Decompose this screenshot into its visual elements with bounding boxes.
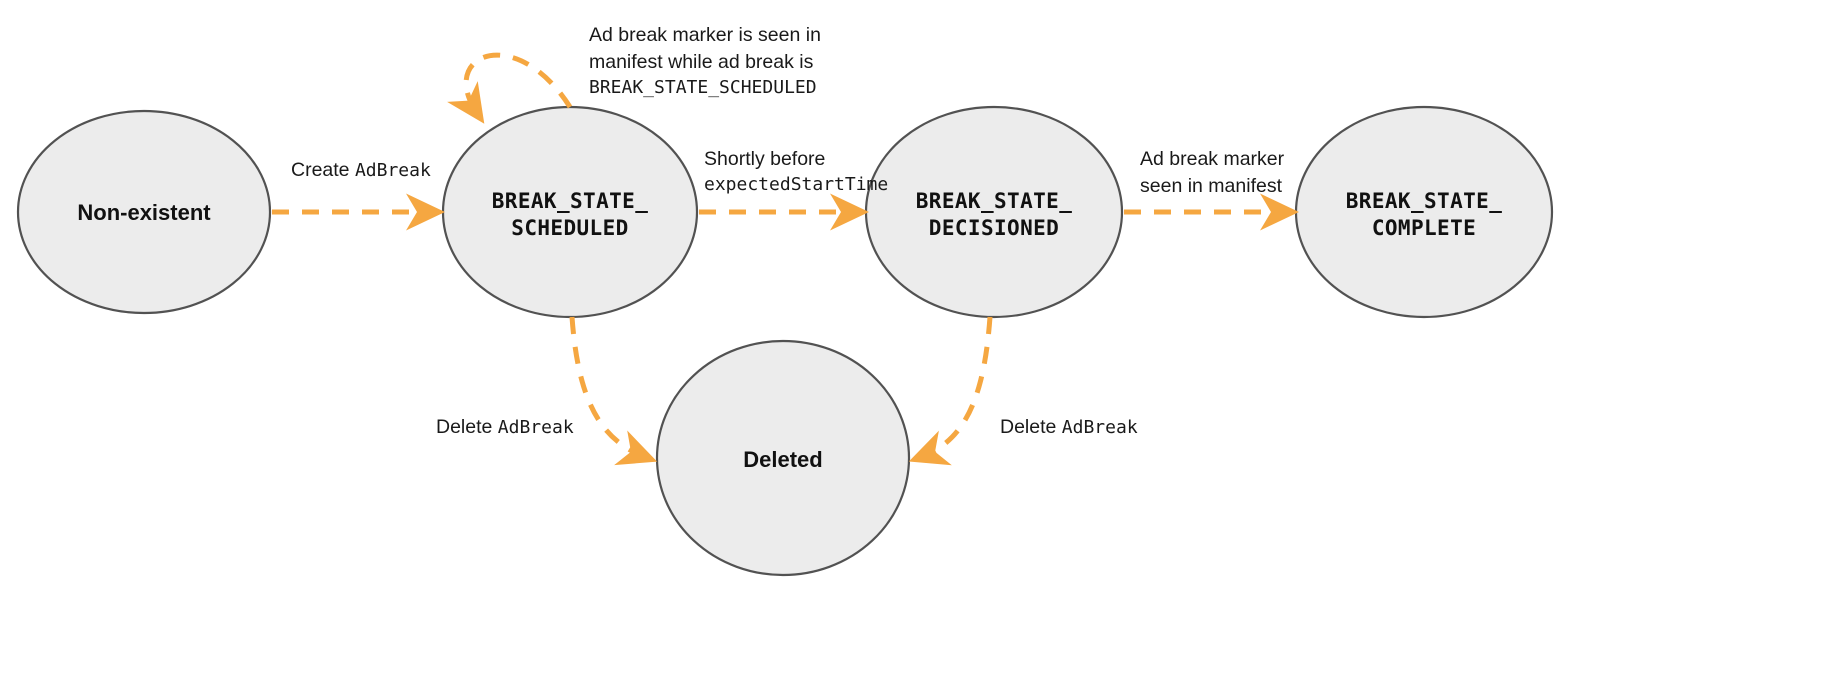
node-deleted[interactable]	[655, 339, 911, 577]
edge-ad-break-marker-self-loop[interactable]	[447, 52, 573, 124]
edge-delete-adbreak-from-decisioned[interactable]	[908, 316, 993, 466]
node-break-state-complete[interactable]	[1294, 105, 1554, 319]
edge-delete-adbreak-from-scheduled[interactable]	[569, 316, 658, 466]
node-break-state-scheduled[interactable]	[441, 105, 699, 319]
node-break-state-decisioned[interactable]	[864, 105, 1124, 319]
node-non-existent[interactable]	[16, 109, 272, 315]
